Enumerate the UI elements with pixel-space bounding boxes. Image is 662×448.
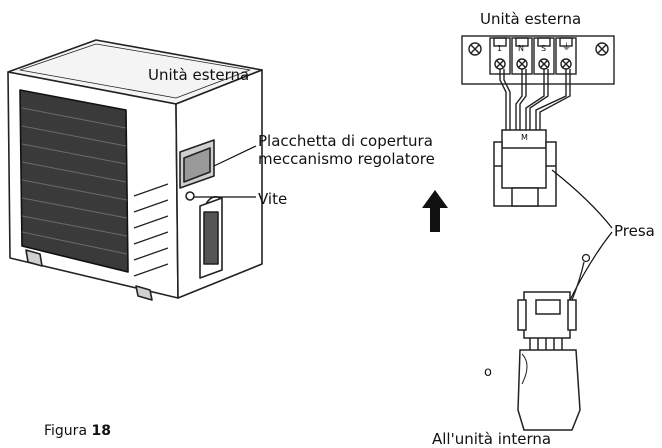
label-outdoor-unit-right: Unità esterna [480,10,582,28]
up-arrow-icon [422,190,448,232]
terminal-mark-s: S [541,44,547,53]
label-cover-plate: Placchetta di copertura meccanismo regol… [258,132,458,168]
label-outdoor-unit-left: Unità esterna [148,66,250,84]
label-screw: Vite [258,190,288,208]
connector-upper [493,129,557,207]
outdoor-unit-illustration [7,39,263,301]
terminal-mark-1: 1 [497,44,503,53]
label-socket: Presa [614,222,655,240]
terminal-block [461,35,615,85]
small-mark: o [484,365,492,380]
connector-mark: M [521,133,528,142]
terminal-mark-n: N [518,44,524,53]
cable [517,349,581,431]
wires [499,69,571,132]
figure-caption: Figura 18 [44,422,111,440]
label-to-indoor-unit: All'unità interna [432,430,552,448]
terminal-mark-ground: ⏚ [562,43,572,53]
connector-lower [517,291,577,352]
label-cover-plate-line1: Placchetta di copertura [258,132,433,150]
ground-wire [571,253,591,301]
figure-caption-number: 18 [91,423,111,439]
label-cover-plate-line2: meccanismo regolatore [258,150,435,168]
figure-caption-word: Figura [44,423,88,439]
leader-lines-right [551,169,613,301]
leader-lines-left [194,145,257,198]
